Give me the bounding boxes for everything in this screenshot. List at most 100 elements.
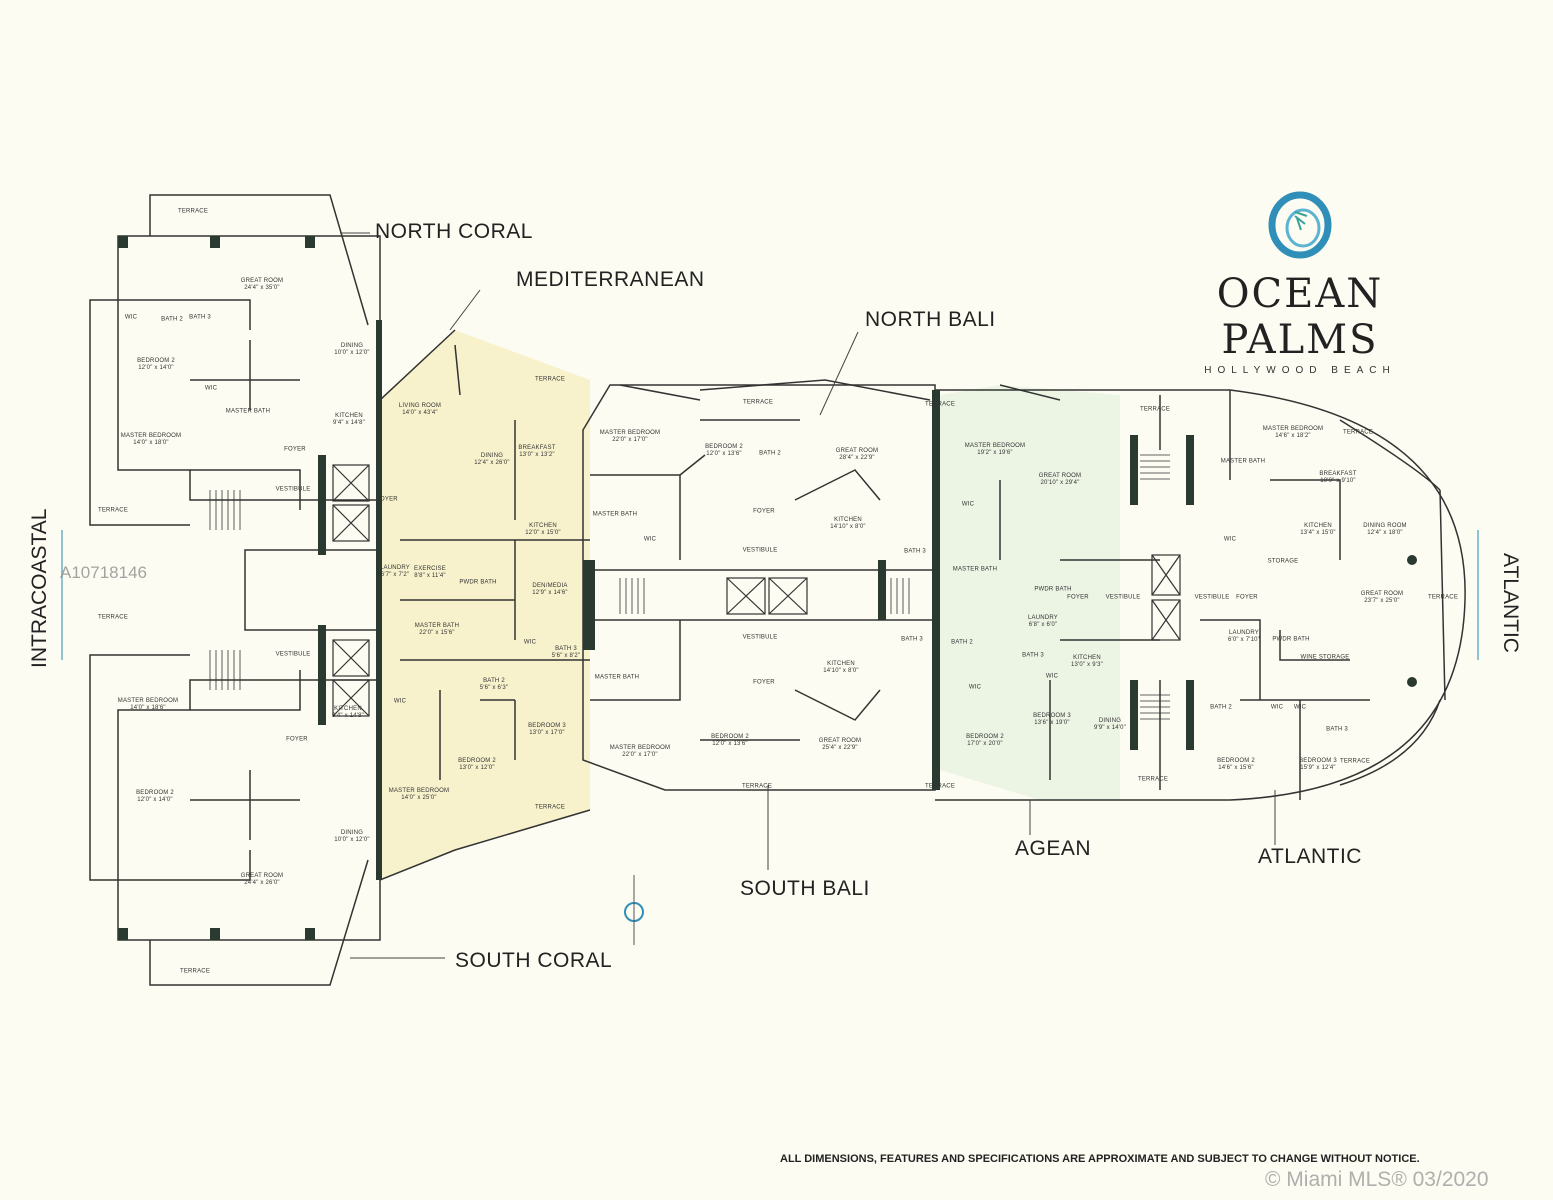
unit-leader-lines	[340, 232, 1276, 959]
room-name: WIC	[1293, 704, 1307, 711]
room-dimensions: 13'6" x 19'0"	[1034, 720, 1070, 726]
room-label: VESTIBULE	[743, 548, 778, 555]
unit-title-atlantic: ATLANTIC	[1258, 845, 1362, 868]
water-waves	[61, 530, 1479, 660]
room-dimensions: 14'0" x 43'4"	[402, 410, 438, 416]
room-label: MASTER BATH	[1221, 459, 1265, 466]
room-name: BATH 2	[1210, 704, 1232, 711]
room-name: BEDROOM 2	[458, 758, 496, 764]
room-name: WIC	[204, 385, 218, 392]
room-dimensions: 20'10" x 29'4"	[1040, 480, 1080, 486]
room-label: WIC	[962, 502, 974, 509]
room-name: BEDROOM 2	[705, 444, 743, 450]
room-label: VESTIBULE	[276, 487, 311, 494]
room-name: KITCHEN	[334, 706, 362, 712]
room-name: BREAKFAST	[518, 445, 556, 451]
room-label: FOYER	[1067, 595, 1089, 602]
room-name: GREAT ROOM	[1360, 591, 1404, 597]
room-label: PWDR BATH	[1272, 637, 1309, 644]
room-name: TERRACE	[177, 208, 209, 215]
copyright-watermark: © Miami MLS® 03/2020	[1265, 1168, 1489, 1191]
room-name: BATH 2	[951, 639, 973, 646]
room-label: VESTIBULE	[1195, 595, 1230, 602]
room-label: PWDR BATH	[459, 580, 496, 587]
orientation-intracoastal: INTRACOASTAL	[28, 508, 51, 668]
room-label: TERRACE	[1428, 595, 1458, 602]
room-label: WIC	[1046, 674, 1058, 681]
room-label: WIC	[1224, 537, 1236, 544]
room-name: TERRACE	[924, 401, 956, 408]
room-name: BEDROOM 2	[966, 734, 1004, 740]
room-name: BATH 2	[161, 316, 183, 323]
room-name: PWDR BATH	[459, 579, 497, 586]
room-name: STORAGE	[1267, 558, 1299, 565]
room-dimensions: 12'0" x 13'6"	[706, 451, 742, 457]
unit-title-north-bali: NORTH BALI	[865, 308, 996, 331]
room-label: VESTIBULE	[743, 635, 778, 642]
room-label: FOYER	[1236, 595, 1258, 602]
room-name: MASTER BEDROOM	[609, 745, 671, 751]
room-label: TERRACE	[1138, 777, 1168, 784]
room-label: TERRACE	[535, 805, 565, 812]
room-name: BATH 2	[759, 450, 781, 457]
room-label: BATH 3	[1022, 653, 1044, 660]
logo-name: OCEAN PALMS	[1216, 271, 1384, 363]
room-dimensions: 13'0" x 13'2"	[519, 452, 555, 458]
room-name: FOYER	[1236, 594, 1258, 601]
room-name: BATH 3	[904, 548, 926, 555]
room-name: MASTER BEDROOM	[388, 788, 450, 794]
room-label: FOYER	[284, 447, 306, 454]
room-name: DINING	[340, 343, 364, 349]
room-name: WIC	[643, 536, 657, 543]
room-dimensions: 12'0" x 14'0"	[137, 797, 173, 803]
room-dimensions: 12'0" x 15'0"	[525, 530, 561, 536]
room-dimensions: 9'4" x 14'8"	[333, 420, 365, 426]
unit-title-north-coral: NORTH CORAL	[375, 220, 533, 243]
room-dimensions: 17'0" x 20'0"	[967, 741, 1003, 747]
room-name: TERRACE	[924, 783, 956, 790]
room-name: BATH 3	[189, 314, 211, 321]
mediterranean-tint	[380, 330, 590, 880]
room-name: MASTER BEDROOM	[964, 443, 1026, 449]
room-name: BEDROOM 3	[1033, 713, 1071, 719]
room-name: MASTER BATH	[225, 408, 271, 415]
room-name: FOYER	[284, 446, 306, 453]
room-label: TERRACE	[1340, 759, 1370, 766]
room-label: TERRACE	[178, 209, 208, 216]
room-label: VESTIBULE	[1106, 595, 1141, 602]
room-name: MASTER BATH	[1220, 458, 1266, 465]
room-label: BATH 2	[1210, 705, 1232, 712]
disclaimer: ALL DIMENSIONS, FEATURES AND SPECIFICATI…	[780, 1153, 1420, 1165]
room-label: BATH 2	[161, 317, 183, 324]
room-dimensions: 5'6" x 6'3"	[479, 685, 509, 691]
room-name: BATH 2	[483, 678, 505, 684]
room-label: TERRACE	[180, 969, 210, 976]
room-dimensions: 6'8" x 6'0"	[1028, 622, 1058, 628]
room-name: KITCHEN	[529, 523, 557, 529]
room-name: VESTIBULE	[742, 634, 778, 641]
room-dimensions: 14'6" x 18'2"	[1275, 433, 1311, 439]
room-label: BATH 3	[904, 549, 926, 556]
ocean-palms-logo: OCEAN PALMS HOLLYWOOD BEACH	[1180, 190, 1420, 376]
room-label: WIC	[644, 537, 656, 544]
room-name: VESTIBULE	[1194, 594, 1230, 601]
room-label: PWDR BATH	[1034, 587, 1071, 594]
room-dimensions: 12'4" x 26'0"	[474, 460, 510, 466]
room-dimensions: 13'4" x 15'0"	[1300, 530, 1336, 536]
room-name: FOYER	[753, 508, 775, 515]
room-dimensions: 24'4" x 35'0"	[244, 285, 280, 291]
room-name: MASTER BATH	[414, 623, 460, 629]
room-name: DEN/MEDIA	[532, 583, 568, 589]
room-name: VESTIBULE	[275, 486, 311, 493]
